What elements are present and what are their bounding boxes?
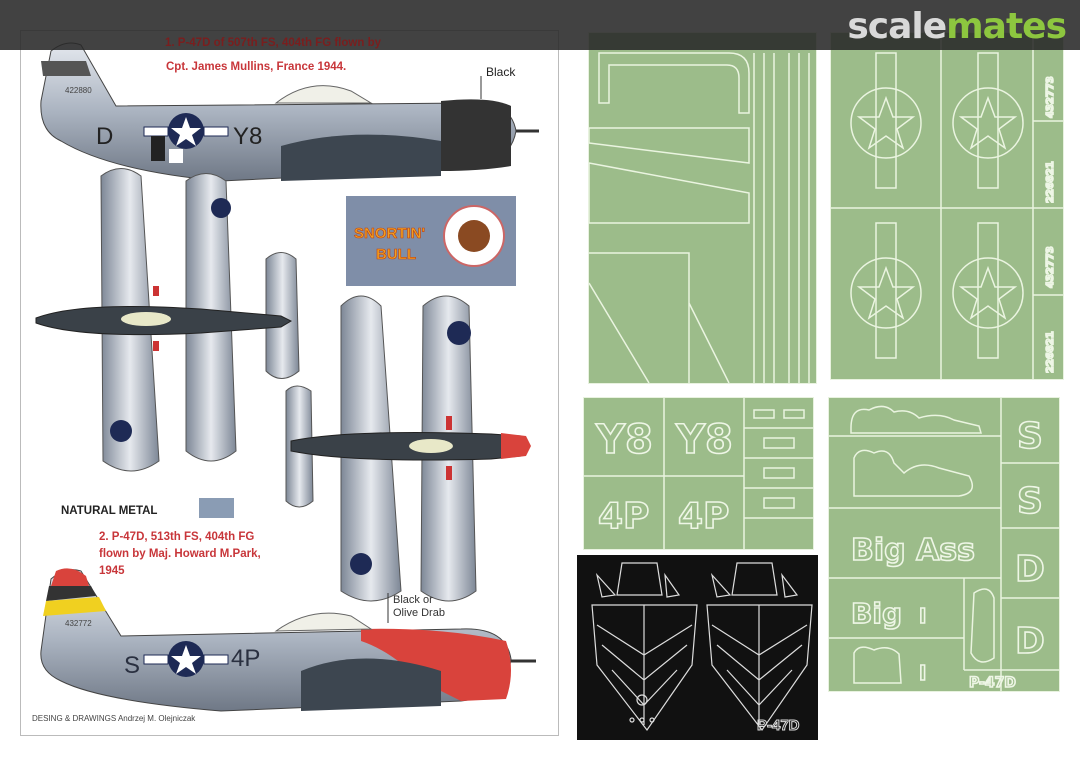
mask-sheet-label: P-47D [969, 675, 1016, 691]
callout-black: Black [486, 65, 516, 79]
mask-sheet-insignia: 432773 226821 432773 226821 [830, 32, 1064, 380]
mask-serial-4: 226821 [1045, 331, 1056, 373]
mask-letter-s-2: S [1017, 481, 1043, 522]
mask-letter-d-1: D [1015, 549, 1045, 590]
logo-mates: mates [946, 6, 1067, 47]
mask-serial-2: 226821 [1045, 161, 1056, 203]
mask-roman-2: I [919, 661, 926, 685]
aircraft-2-serial: 432772 [65, 619, 92, 628]
watermark-bar: 1. P-47D of 507th FS, 404th FG flown by … [0, 0, 1080, 50]
aircraft-2-plan-views [285, 295, 531, 602]
mask-code-y8-2: Y8 [675, 417, 733, 463]
aircraft-2-side-view: S 4P 432772 [40, 568, 536, 712]
scheme-1-title-line1: 1. P-47D of 507th FS, 404th FG flown by [165, 37, 381, 49]
mask-word-big-ass: Big Ass [851, 533, 975, 568]
natural-metal-label: NATURAL METAL [61, 505, 158, 517]
mask-letter-s-1: S [1017, 416, 1043, 457]
painting-guide-panel: D Y8 422880 Black [20, 30, 559, 736]
aircraft-2-code-right: 4P [231, 645, 260, 672]
mask-serial-1: 432773 [1045, 76, 1056, 118]
pe-sheet-label: P-47D [757, 717, 800, 734]
mask-sheet-codes: Y8 Y8 4P 4P [583, 397, 814, 550]
aircraft-1-code-right: Y8 [233, 123, 262, 150]
aircraft-1-code-left: D [96, 123, 113, 150]
scheme-2-title-line3: 1945 [99, 565, 125, 577]
mask-sheet-canopy [588, 32, 817, 384]
nose-art-line2: BULL [376, 246, 416, 263]
mask-roman-1: I [919, 604, 926, 628]
callout-black-or: Black or [393, 594, 433, 606]
mask-serial-3: 432773 [1045, 246, 1056, 288]
scheme-1-title-line2: Cpt. James Mullins, France 1944. [166, 61, 347, 73]
mask-sheet-wheels-black: P-47D [577, 555, 818, 740]
credit-text: DESING & DRAWINGS Andrzej M. Olejniczak [32, 714, 196, 723]
aircraft-1-plan-views [35, 168, 300, 472]
logo-scale: scale [847, 6, 947, 47]
scheme-2-title-line2: flown by Maj. Howard M.Park, [99, 548, 261, 560]
scheme-2-title-line1: 2. P-47D, 513th FS, 404th FG [99, 531, 255, 543]
natural-metal-swatch [199, 498, 234, 518]
mask-code-4p-1: 4P [598, 496, 649, 537]
aircraft-1-serial: 422880 [65, 86, 92, 95]
aircraft-2-code-left: S [124, 652, 140, 679]
callout-olive-drab: Olive Drab [393, 607, 445, 619]
mask-code-4p-2: 4P [678, 496, 729, 537]
mask-sheet-names: Big Ass Big I I S S D D P-47D [828, 397, 1060, 692]
aircraft-drawings: D Y8 422880 Black [35, 42, 539, 712]
nose-art-line1: SNORTIN' [354, 225, 425, 242]
nose-art-snortin-bull: SNORTIN' BULL [346, 196, 516, 286]
mask-letter-d-2: D [1015, 621, 1045, 662]
aircraft-1-side-view: D Y8 422880 [40, 42, 539, 182]
scalemates-logo[interactable]: scalemates [847, 6, 1067, 47]
mask-code-y8-1: Y8 [595, 417, 653, 463]
mask-word-big: Big [851, 597, 902, 630]
